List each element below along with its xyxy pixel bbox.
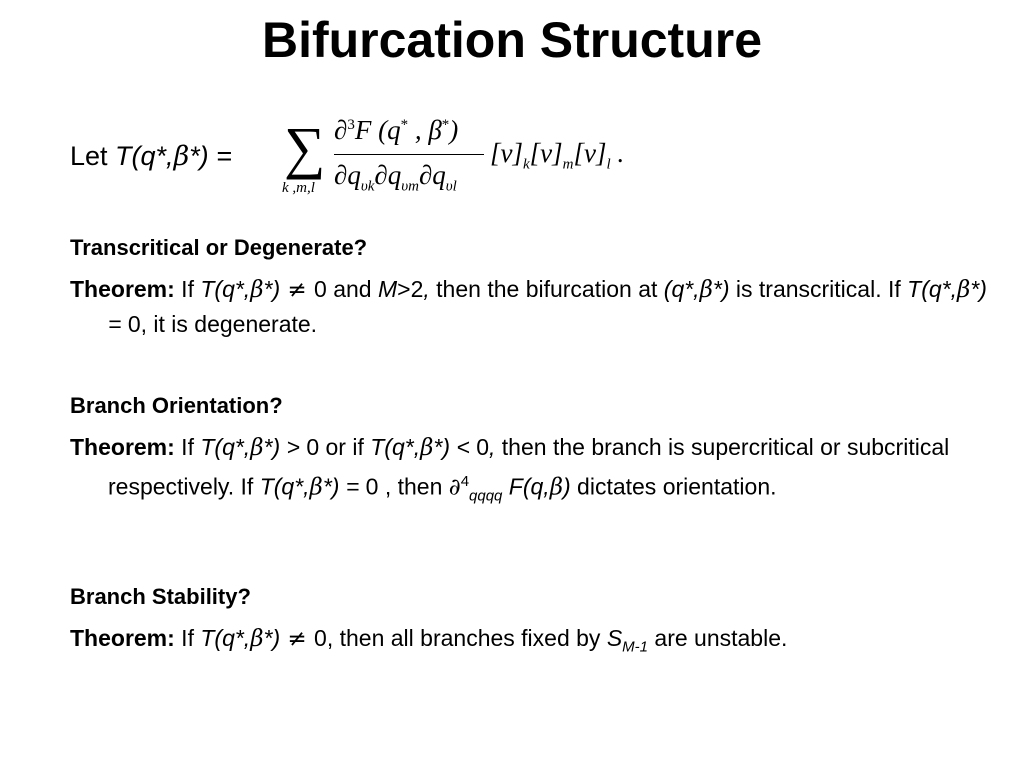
- text-fragment: 0: [469, 434, 490, 460]
- math-beta: β: [957, 277, 971, 303]
- formula-denominator: ∂qυk∂qυm∂qυl: [334, 160, 457, 201]
- num-power: 3: [347, 117, 355, 133]
- text-fragment: >2: [397, 276, 424, 302]
- num-star1: *: [400, 117, 409, 133]
- num-comma: , β: [408, 115, 442, 145]
- math-close: *) <: [433, 434, 470, 460]
- sigma-symbol: ∑: [284, 115, 326, 180]
- math-F: F(q,: [502, 473, 550, 500]
- math-T: T(q*,: [907, 276, 957, 302]
- math-T: T(q*,: [370, 434, 421, 460]
- text-fragment: then the bifurcation at: [429, 276, 664, 302]
- theorem-label: Theorem:: [70, 625, 175, 651]
- text-fragment: 0 , then: [359, 473, 449, 500]
- text-fragment: dictates orientation.: [570, 473, 777, 500]
- den-1-sub: υk: [360, 178, 375, 195]
- math-neq: ≠: [280, 277, 315, 303]
- text-fragment: 0 and: [314, 276, 378, 302]
- math-beta: β: [250, 435, 264, 461]
- math-close: *) =: [108, 276, 987, 337]
- text-fragment: If: [174, 625, 201, 651]
- sum-subscript: k ,m,l: [282, 180, 315, 196]
- den-2: ∂q: [374, 160, 402, 190]
- slide-title: Bifurcation Structure: [261, 12, 763, 68]
- v1-sub: k: [523, 156, 530, 173]
- theorem-orientation: Theorem: If T(q*,β*) > 0 or if T(q*,β*) …: [70, 430, 995, 513]
- text-fragment: then the branch is supercritical or subc…: [108, 434, 950, 500]
- let-beta: β: [173, 141, 190, 172]
- let-definition: Let T(q*,β*) =: [70, 138, 232, 175]
- theorem-label: Theorem:: [70, 276, 175, 302]
- math-power: 4: [460, 473, 470, 490]
- math-partial: ∂: [448, 474, 461, 501]
- den-2-sub: υm: [401, 178, 419, 195]
- math-subscript: qqqq: [469, 487, 503, 505]
- heading-orientation: Branch Orientation?: [70, 393, 283, 418]
- math-close: *) >: [263, 434, 300, 460]
- v3-sub: l: [606, 156, 611, 173]
- math-beta: β: [250, 277, 264, 303]
- heading-stability: Branch Stability?: [70, 584, 251, 609]
- v1: [v]: [490, 138, 523, 168]
- math-beta: β: [549, 474, 563, 501]
- formula-numerator: ∂3F (q* , β*): [334, 110, 458, 145]
- sum-formula: ∑ k ,m,l ∂3F (q* , β*) ∂qυk∂qυm∂qυl [v]k…: [282, 104, 702, 204]
- math-q: (q*,: [663, 276, 700, 302]
- den-1: ∂q: [334, 160, 361, 190]
- text-comma: ,: [423, 276, 430, 302]
- text-fragment: If: [174, 276, 201, 302]
- fraction-bar: [334, 154, 484, 155]
- num-partial: ∂: [334, 115, 348, 145]
- formula-period: .: [610, 138, 625, 168]
- text-fragment: 0, then all branches fixed by: [314, 625, 607, 651]
- vector-terms: [v]k[v]m[v]l .: [490, 138, 624, 179]
- math-beta: β: [699, 277, 713, 303]
- text-fragment: 0 or if: [299, 434, 371, 460]
- text-fragment: is transcritical. If: [729, 276, 908, 302]
- math-close: *): [263, 276, 281, 302]
- math-S: S: [606, 625, 623, 651]
- v2: [v]: [529, 138, 563, 168]
- theorem-stability: Theorem: If T(q*,β*) ≠ 0, then all branc…: [70, 621, 995, 665]
- den-3-sub: υl: [445, 178, 457, 195]
- text-fragment: If: [174, 434, 201, 460]
- text-comma: ,: [489, 434, 496, 460]
- math-close: *) =: [322, 473, 360, 500]
- num-star2: *: [441, 117, 450, 133]
- num-close: ): [449, 115, 459, 145]
- math-close: *): [712, 276, 730, 302]
- let-prefix: Let: [70, 141, 116, 171]
- theorem-label: Theorem:: [70, 434, 175, 460]
- theorem-transcritical: Theorem: If T(q*,β*) ≠ 0 and M>2, then t…: [70, 272, 995, 341]
- math-T: T(q*,: [200, 434, 251, 460]
- math-close: *): [263, 625, 281, 651]
- heading-transcritical: Transcritical or Degenerate?: [70, 235, 368, 260]
- num-body: F (q: [354, 115, 401, 145]
- math-close: ): [562, 473, 571, 500]
- math-T: T(q*,: [200, 276, 251, 302]
- text-fragment: are unstable.: [648, 625, 788, 651]
- math-beta: β: [309, 474, 323, 501]
- math-beta: β: [250, 626, 264, 652]
- math-neq: ≠: [280, 626, 315, 652]
- math-T: T(q*,: [200, 625, 251, 651]
- den-3: ∂q: [418, 160, 446, 190]
- let-T: T(q*,: [115, 141, 174, 171]
- math-subscript: M-1: [622, 638, 649, 656]
- let-tail: *) =: [189, 141, 232, 171]
- math-beta: β: [420, 435, 434, 461]
- math-M: M: [377, 276, 398, 302]
- v3: [v]: [573, 138, 607, 168]
- text-fragment: 0, it is degenerate.: [121, 311, 318, 337]
- v2-sub: m: [562, 156, 574, 173]
- math-T: T(q*,: [259, 473, 310, 500]
